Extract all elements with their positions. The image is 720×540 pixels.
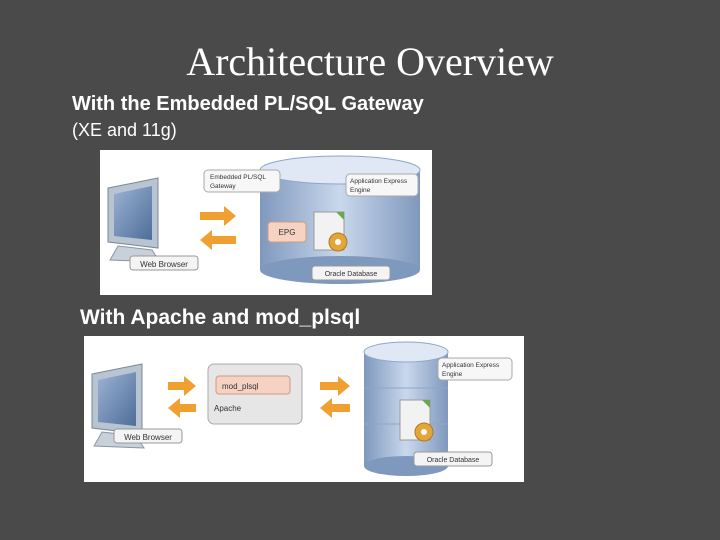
oracle-database-label-box: Oracle Database <box>311 265 391 281</box>
web-browser-label-box: Web Browser <box>129 255 199 271</box>
oracle-database-label-box: Oracle Database <box>413 451 493 467</box>
web-browser-label: Web Browser <box>140 260 188 269</box>
web-browser-label: Web Browser <box>124 433 172 442</box>
apache-server-box: mod_plsql Apache <box>207 363 303 425</box>
svg-text:Gateway: Gateway <box>210 183 236 190</box>
svg-text:Application Express: Application Express <box>350 178 408 185</box>
diagram-embedded-gateway: Web Browser Embedded PL/SQL Gateway Appl… <box>100 150 432 295</box>
monitor-icon <box>107 177 161 263</box>
diagram-apache-modplsql: Web Browser mod_plsql Apache Application… <box>84 336 524 482</box>
exchange-arrows-icon <box>320 376 350 418</box>
section1-subheading: (XE and 11g) <box>72 120 177 140</box>
svg-text:EPG: EPG <box>279 228 296 237</box>
svg-text:Engine: Engine <box>442 371 463 378</box>
engine-callout: Application Express Engine <box>345 173 419 197</box>
section1-heading: With the Embedded PL/SQL Gateway <box>72 93 424 115</box>
epg-box: EPG <box>267 221 307 243</box>
section2-heading: With Apache and mod_plsql <box>80 306 361 329</box>
svg-text:Application Express: Application Express <box>442 362 500 369</box>
oracle-database-label: Oracle Database <box>427 457 480 464</box>
apex-engine-icon <box>399 399 434 442</box>
web-browser-label-box: Web Browser <box>113 428 183 444</box>
apache-label: Apache <box>214 404 242 413</box>
exchange-arrows-icon <box>200 206 236 250</box>
apex-engine-icon <box>313 211 348 252</box>
engine-callout: Application Express Engine <box>437 357 513 381</box>
modplsql-label: mod_plsql <box>222 382 259 391</box>
slide-title: Architecture Overview <box>186 39 554 84</box>
svg-text:Engine: Engine <box>350 187 371 194</box>
gateway-callout: Embedded PL/SQL Gateway <box>203 169 281 193</box>
exchange-arrows-icon <box>168 376 196 418</box>
oracle-database-label: Oracle Database <box>325 271 378 278</box>
svg-text:Embedded PL/SQL: Embedded PL/SQL <box>210 174 266 181</box>
